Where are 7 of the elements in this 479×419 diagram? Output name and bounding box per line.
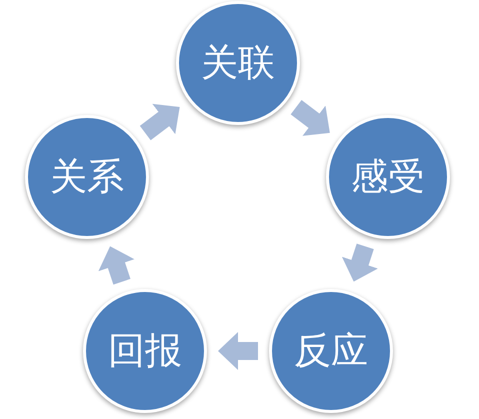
node-label: 关联	[201, 42, 275, 84]
node-label: 反应	[294, 330, 368, 372]
block-arrow	[218, 332, 258, 370]
node-label: 回报	[108, 330, 182, 372]
node-label: 关系	[50, 156, 124, 198]
node-label: 感受	[351, 156, 425, 198]
block-arrow	[342, 244, 378, 284]
